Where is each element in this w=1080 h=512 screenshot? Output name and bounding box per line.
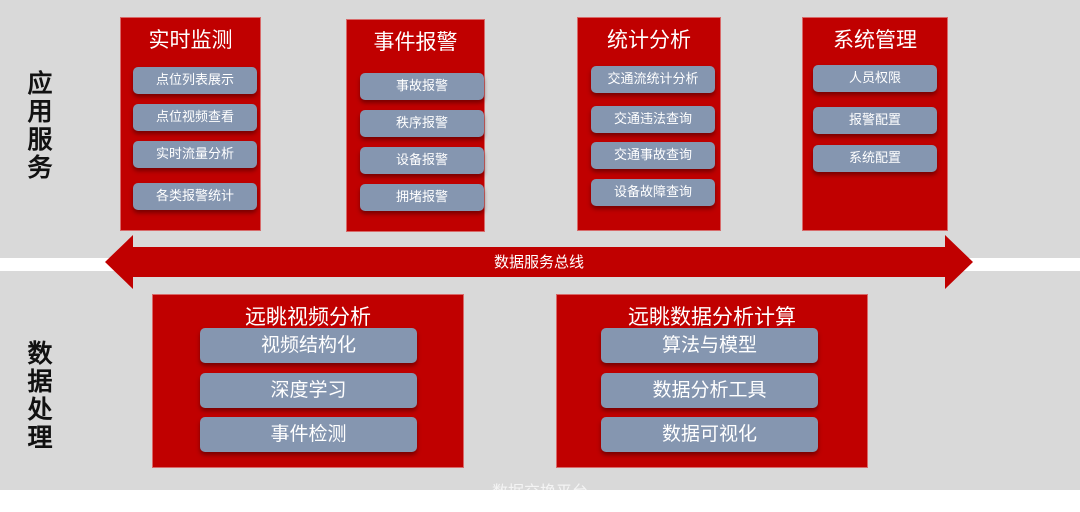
module-button[interactable]: 实时流量分析 [133,141,257,168]
panel-data_panels-0: 远眺视频分析视频结构化深度学习事件检测 [152,294,464,468]
module-button[interactable]: 交通流统计分析 [591,66,715,93]
module-button[interactable]: 数据可视化 [601,417,818,452]
module-button[interactable]: 事故报警 [360,73,484,100]
panel-title: 实时监测 [148,28,233,52]
module-button[interactable]: 设备报警 [360,147,484,174]
panel-title: 系统管理 [833,28,917,52]
module-button[interactable]: 点位列表展示 [133,67,257,94]
panel-data_panels-1: 远眺数据分析计算算法与模型数据分析工具数据可视化 [556,294,868,468]
module-button[interactable]: 视频结构化 [200,328,417,363]
app-layer-label: 应用服务 [27,69,53,182]
panel-app_panels-2: 统计分析交通流统计分析交通违法查询交通事故查询设备故障查询 [577,17,721,231]
module-button[interactable]: 报警配置 [813,107,937,134]
panel-title: 远眺数据分析计算 [628,305,796,329]
data-layer-label: 数据处理 [27,339,53,452]
module-button[interactable]: 算法与模型 [601,328,818,363]
module-button[interactable]: 人员权限 [813,65,937,92]
module-button[interactable]: 拥堵报警 [360,184,484,211]
module-button[interactable]: 数据分析工具 [601,373,818,408]
bus-label: 数据服务总线 [493,253,584,271]
module-button[interactable]: 点位视频查看 [133,104,257,131]
panel-title: 事件报警 [373,30,458,54]
data-service-bus: 数据服务总线 [105,235,973,289]
module-button[interactable]: 事件检测 [200,417,417,452]
module-button[interactable]: 秩序报警 [360,110,484,137]
panel-title: 统计分析 [607,28,691,52]
footer-cut-label: 数据交换平台 [0,478,1080,490]
module-button[interactable]: 系统配置 [813,145,937,172]
panel-title: 远眺视频分析 [245,305,371,329]
double-arrow-icon [105,235,973,289]
module-button[interactable]: 交通事故查询 [591,142,715,169]
module-button[interactable]: 各类报警统计 [133,183,257,210]
module-button[interactable]: 交通违法查询 [591,106,715,133]
panel-app_panels-1: 事件报警事故报警秩序报警设备报警拥堵报警 [346,19,485,232]
panel-app_panels-3: 系统管理人员权限报警配置系统配置 [802,17,948,231]
module-button[interactable]: 深度学习 [200,373,417,408]
panel-app_panels-0: 实时监测点位列表展示点位视频查看实时流量分析各类报警统计 [120,17,261,231]
module-button[interactable]: 设备故障查询 [591,179,715,206]
